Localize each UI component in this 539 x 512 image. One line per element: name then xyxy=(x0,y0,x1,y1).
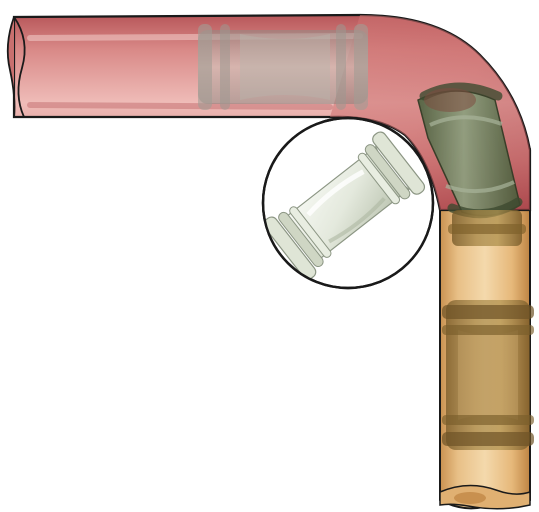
brown-stent-upper xyxy=(448,210,526,246)
magnified-inset-circle xyxy=(262,118,433,288)
brown-stent-lower xyxy=(442,300,534,450)
ghost-stent-in-red-vessel xyxy=(198,24,368,110)
